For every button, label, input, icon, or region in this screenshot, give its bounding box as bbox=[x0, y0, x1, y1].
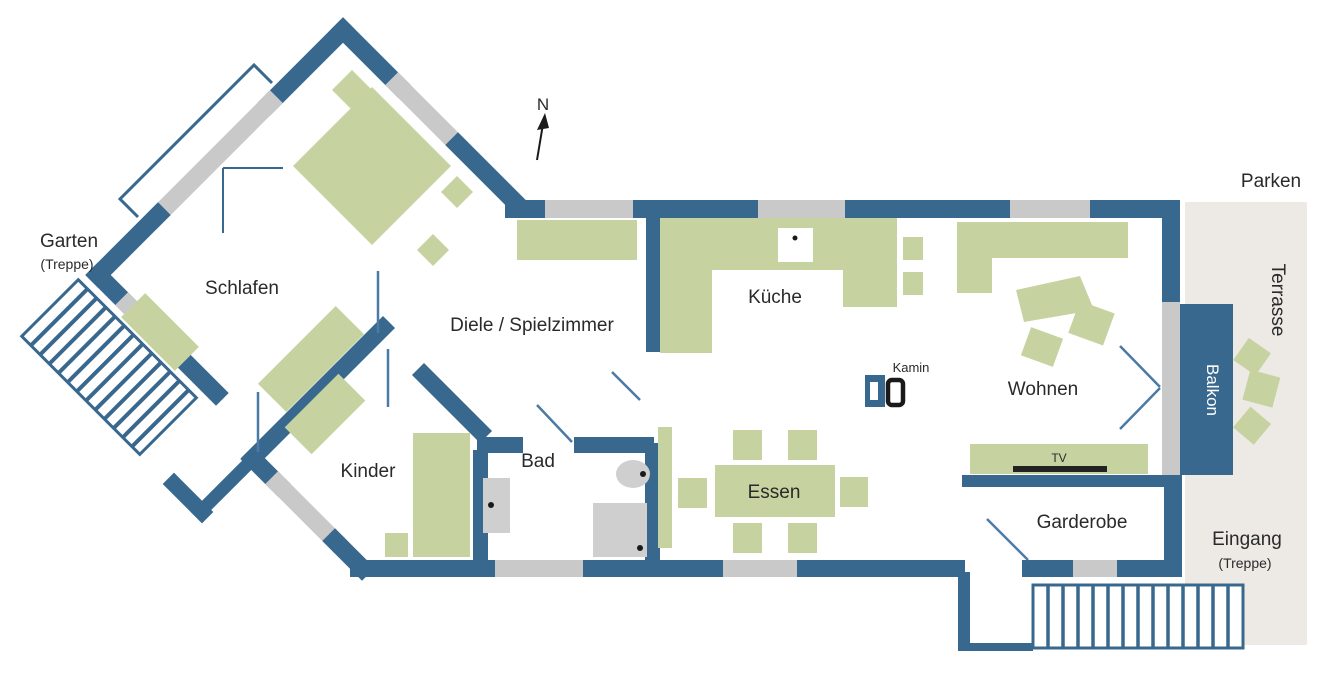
balkon-deck bbox=[1180, 304, 1233, 475]
label-terrasse: Terrasse bbox=[1267, 264, 1288, 337]
washbasin bbox=[483, 478, 510, 533]
kamin-stove bbox=[885, 377, 906, 408]
wall-kinder-diele bbox=[411, 362, 493, 444]
kitchen-counter bbox=[660, 270, 712, 353]
bed-schlafen bbox=[293, 87, 451, 245]
window bbox=[545, 200, 633, 218]
sliding-door bbox=[1162, 302, 1180, 475]
label-kueche: Küche bbox=[748, 287, 802, 308]
bench bbox=[121, 293, 199, 371]
entrance-stairs bbox=[1031, 583, 1245, 650]
nightstand bbox=[441, 176, 473, 208]
label-bad: Bad bbox=[521, 451, 555, 472]
terrasse-chair bbox=[1242, 369, 1281, 408]
chair bbox=[733, 523, 762, 553]
garden-stairs bbox=[19, 277, 199, 457]
door-leaf bbox=[986, 518, 1029, 561]
window bbox=[145, 90, 283, 228]
door-leaf bbox=[611, 371, 641, 401]
tv-screen bbox=[1013, 466, 1107, 472]
label-diele: Diele / Spielzimmer bbox=[450, 315, 614, 336]
balcony-door-leaf bbox=[1119, 387, 1161, 430]
label-garderobe: Garderobe bbox=[1037, 512, 1128, 533]
north-arrowhead bbox=[537, 113, 549, 130]
furniture bbox=[121, 70, 1281, 557]
diele-shelf bbox=[517, 220, 637, 260]
window bbox=[495, 560, 583, 577]
north-label: N bbox=[537, 95, 549, 114]
label-schlafen: Schlafen bbox=[205, 278, 279, 299]
label-eingang-treppe: (Treppe) bbox=[1218, 555, 1271, 571]
label-eingang: Eingang bbox=[1212, 529, 1282, 550]
chair bbox=[788, 523, 817, 553]
sofa bbox=[957, 222, 1128, 258]
wall-diele-kueche bbox=[646, 218, 660, 352]
chair bbox=[733, 430, 762, 460]
dining-table bbox=[715, 465, 835, 517]
label-essen: Essen bbox=[748, 482, 801, 503]
sofa bbox=[957, 258, 992, 293]
label-kinder: Kinder bbox=[341, 461, 397, 482]
side-table bbox=[1020, 327, 1064, 367]
lounge-chair bbox=[1016, 276, 1094, 322]
window bbox=[1010, 200, 1090, 218]
window bbox=[1073, 560, 1117, 577]
window bbox=[723, 560, 797, 577]
window bbox=[385, 72, 471, 158]
side-table bbox=[1068, 300, 1115, 346]
balcony-door-leaf bbox=[1119, 345, 1161, 388]
door-leaf bbox=[536, 404, 573, 443]
label-garten-treppe: (Treppe) bbox=[40, 256, 93, 272]
label-balkon: Balkon bbox=[1203, 364, 1222, 416]
window bbox=[758, 200, 845, 218]
wall-schlafen-kinder bbox=[240, 315, 396, 471]
toilet bbox=[616, 460, 650, 488]
kinder-table bbox=[385, 533, 408, 557]
label-parken: Parken bbox=[1241, 171, 1301, 192]
nightstand bbox=[417, 234, 449, 266]
kitchen-counter bbox=[843, 270, 897, 307]
bed-kinder bbox=[413, 433, 470, 557]
label-garten: Garten bbox=[40, 231, 98, 252]
labels: Schlafen Kinder Bad Diele / Spielzimmer … bbox=[40, 171, 1301, 571]
kitchen-block bbox=[903, 237, 923, 260]
kitchen-block bbox=[903, 272, 923, 295]
window bbox=[265, 471, 348, 554]
label-wohnen: Wohnen bbox=[1008, 379, 1078, 400]
door-lines bbox=[256, 271, 1161, 561]
kinder-shelf bbox=[284, 373, 366, 455]
sideboard bbox=[658, 427, 672, 548]
north-arrow: N bbox=[536, 95, 549, 161]
chair bbox=[840, 477, 868, 507]
label-tv: TV bbox=[1051, 451, 1066, 465]
closet-lines bbox=[222, 167, 283, 233]
chair bbox=[678, 478, 707, 508]
terrasse-chair bbox=[1233, 337, 1271, 376]
label-kamin: Kamin bbox=[893, 360, 930, 375]
kitchen-sink bbox=[778, 228, 813, 262]
terrasse-chair bbox=[1233, 406, 1272, 445]
deck-outline bbox=[117, 62, 274, 219]
fixtures bbox=[483, 228, 1107, 557]
wardrobe bbox=[257, 305, 365, 413]
walls bbox=[85, 17, 1182, 651]
chair bbox=[788, 430, 817, 460]
